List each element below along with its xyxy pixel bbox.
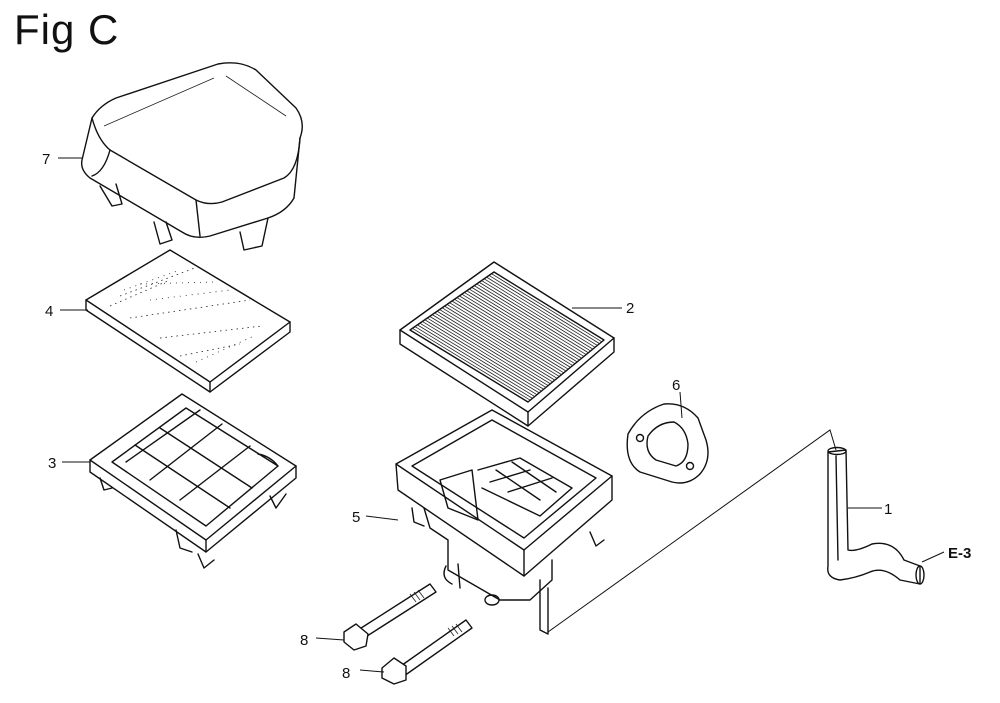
callout-5: 5	[352, 509, 360, 526]
filter-pleat	[439, 309, 556, 381]
filter-pleat	[459, 295, 573, 366]
filter-pleat	[449, 302, 564, 374]
air-cleaner-cover	[80, 62, 303, 251]
filter-pleat	[446, 304, 562, 375]
bolt-lower	[381, 619, 473, 685]
breather-tube	[827, 446, 925, 585]
filter-pleat	[441, 307, 558, 379]
filter-pleat	[491, 273, 602, 343]
filter-pleat	[451, 300, 567, 372]
callout-4: 4	[45, 303, 53, 320]
filter-pleat	[417, 324, 535, 397]
filter-pleat	[454, 298, 569, 370]
air-cleaner-case	[395, 409, 613, 635]
filter-pleat	[432, 314, 549, 386]
callout-6: 6	[672, 377, 680, 394]
paper-filter-element	[399, 261, 615, 427]
filter-pleat	[486, 276, 598, 346]
callout-1: 1	[884, 501, 892, 518]
filter-pleat	[474, 285, 587, 355]
filter-pleat	[464, 292, 578, 363]
figure-title: Fig C	[14, 6, 120, 53]
filter-pleat	[414, 326, 533, 399]
filter-pleat	[427, 317, 544, 390]
filter-pleat	[419, 322, 538, 396]
filter-pleat	[481, 280, 594, 350]
filter-pleat	[444, 305, 560, 377]
filter-pleat	[456, 297, 571, 368]
filter-grid	[89, 393, 297, 569]
filter-pleat	[466, 290, 580, 361]
filter-pleat	[469, 288, 582, 359]
callout-2: 2	[626, 300, 634, 317]
filter-pleat	[478, 281, 591, 352]
filter-pleat	[429, 316, 547, 388]
reference-e3: E-3	[948, 545, 971, 562]
callout-8-lower: 8	[342, 665, 350, 682]
callout-7: 7	[42, 151, 50, 168]
filter-pleat	[422, 321, 540, 394]
filter-pleat	[434, 312, 551, 385]
leader-lines	[58, 157, 945, 673]
filter-pleat	[436, 310, 553, 383]
gasket	[626, 403, 709, 484]
callout-8-upper: 8	[300, 632, 308, 649]
filter-pleat	[471, 287, 585, 357]
filter-pleat	[424, 319, 542, 392]
filter-pleat	[488, 275, 600, 344]
assembly-line	[547, 429, 837, 633]
filter-pleat	[483, 278, 596, 348]
filter-pleat	[412, 327, 531, 401]
filter-pleat	[461, 293, 576, 365]
bolt-upper	[343, 583, 437, 651]
filter-pleat	[476, 283, 589, 354]
foam-filter	[85, 249, 291, 393]
callout-3: 3	[48, 455, 56, 472]
